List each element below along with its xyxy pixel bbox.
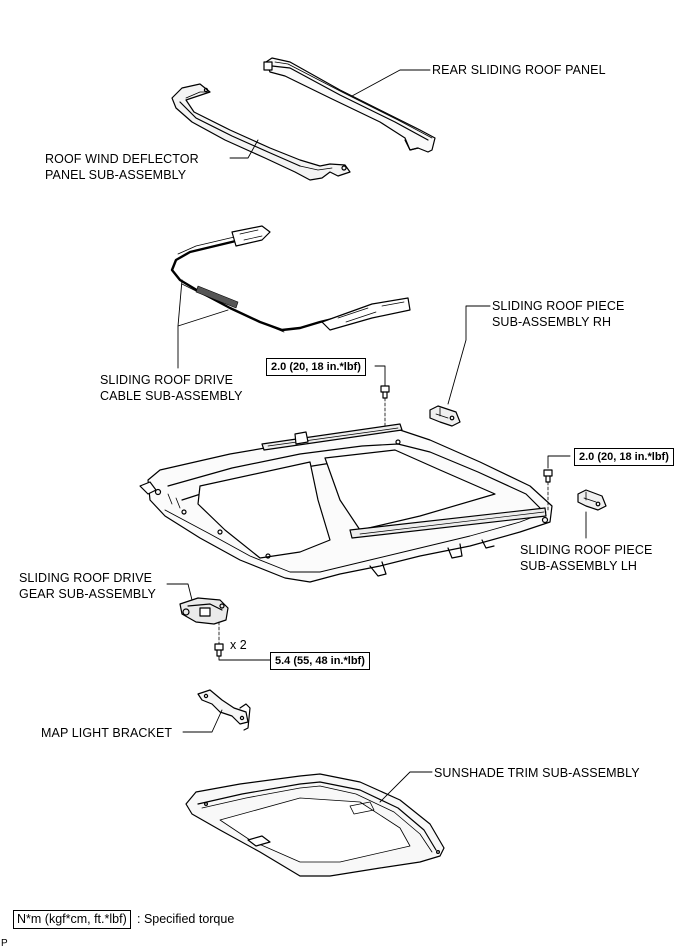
map-light-bracket-part	[197, 689, 251, 731]
drive-gear-part	[179, 597, 229, 625]
torque-spec-rh-bolt: 2.0 (20, 18 in.*lbf)	[266, 358, 366, 376]
sunshade-trim-part	[185, 773, 445, 877]
sliding-roof-piece-rh-label-line1: SLIDING ROOF PIECE	[492, 299, 625, 313]
drive-gear-label-line1: SLIDING ROOF DRIVE	[19, 571, 153, 585]
torque-spec-lh-bolt: 2.0 (20, 18 in.*lbf)	[574, 448, 674, 466]
sliding-roof-piece-lh-label-line2: SUB-ASSEMBLY LH	[520, 559, 638, 573]
sunshade-trim-label: SUNSHADE TRIM SUB-ASSEMBLY	[434, 766, 640, 780]
legend-torque-units-box: N*m (kgf*cm, ft.*lbf)	[13, 910, 131, 929]
rear-sliding-roof-panel-label: REAR SLIDING ROOF PANEL	[432, 63, 606, 77]
page-mark: P	[1, 938, 8, 949]
screw-quantity: x 2	[230, 638, 247, 652]
legend-text: : Specified torque	[137, 912, 235, 926]
bolt-rh-part	[380, 385, 390, 433]
map-light-bracket-label: MAP LIGHT BRACKET	[41, 726, 173, 740]
screw-part	[214, 621, 224, 657]
drive-gear-label-line2: GEAR SUB-ASSEMBLY	[19, 587, 156, 601]
sliding-roof-piece-rh-label-line2: SUB-ASSEMBLY RH	[492, 315, 612, 329]
drive-cable-label-line1: SLIDING ROOF DRIVE	[100, 373, 234, 387]
sunroof-frame-part	[139, 423, 553, 583]
sliding-roof-piece-rh-part	[429, 405, 461, 427]
bolt-lh-part	[543, 469, 553, 511]
sliding-roof-piece-lh-part	[577, 489, 607, 511]
wind-deflector-label-line2: PANEL SUB-ASSEMBLY	[45, 168, 187, 182]
torque-spec-gear-screw: 5.4 (55, 48 in.*lbf)	[270, 652, 370, 670]
leader-lines	[166, 69, 587, 803]
wind-deflector-part	[171, 83, 351, 181]
drive-cable-part	[170, 225, 411, 333]
sliding-roof-piece-lh-label-line1: SLIDING ROOF PIECE	[520, 543, 653, 557]
rear-sliding-roof-panel-part	[263, 57, 436, 153]
wind-deflector-label-line1: ROOF WIND DEFLECTOR	[45, 152, 199, 166]
drive-cable-label-line2: CABLE SUB-ASSEMBLY	[100, 389, 243, 403]
